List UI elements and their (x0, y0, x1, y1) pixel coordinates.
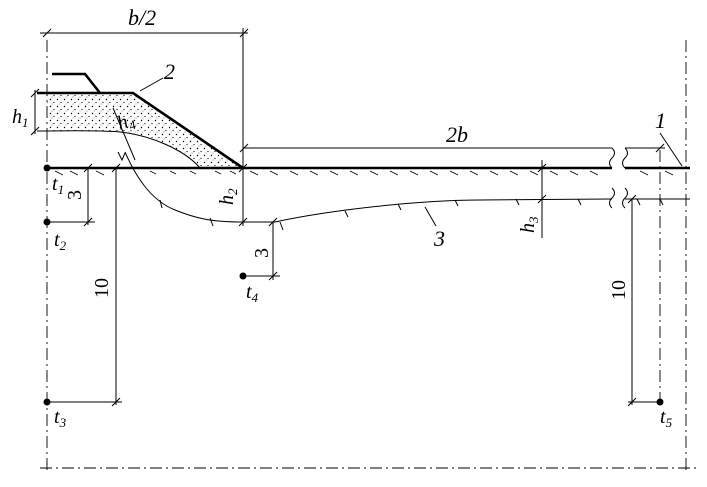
label-t4-sub: 4 (252, 290, 259, 305)
embankment-crest-line (52, 72, 102, 94)
dim-b-half-ticks (42, 28, 249, 38)
label-h3-sub: 3 (526, 216, 541, 224)
embankment-base-curve (36, 130, 201, 169)
label-half-width: b/2 (128, 5, 156, 30)
embankment-fill (47, 93, 243, 168)
label-marker-2: 2 (164, 59, 175, 84)
label-marker-3: 3 (433, 226, 445, 251)
marker-3-leader (424, 206, 437, 227)
label-t3-sub: 3 (59, 415, 67, 430)
label-marker-1: 1 (655, 108, 666, 133)
dim-h3-ticks (537, 163, 547, 204)
label-h2: h2 (216, 188, 240, 205)
marker-2-leader (139, 77, 164, 92)
break-mark-bottom (609, 187, 628, 209)
dim-depth10-left-ticks (111, 163, 121, 407)
label-t3: t3 (54, 406, 67, 430)
break-mark-top (609, 147, 628, 169)
label-t2-sub: 2 (60, 238, 67, 253)
point-t4 (239, 272, 247, 280)
dim-2b-ticks (239, 143, 665, 153)
label-h4-sub: 4 (127, 117, 139, 133)
label-h1-sub: 1 (22, 115, 29, 130)
dim-depth10-right-ticks (627, 194, 637, 407)
label-h1: h1 (12, 106, 29, 130)
dim-depth3-center-ticks (268, 217, 278, 281)
dim-h2-ticks (238, 163, 248, 227)
label-h2-sub: 2 (225, 188, 240, 195)
marker-1-leader (659, 132, 683, 167)
label-t5-sub: 5 (666, 415, 673, 430)
point-t1 (43, 164, 51, 172)
label-t2: t2 (54, 229, 67, 253)
label-double-width: 2b (446, 122, 468, 147)
label-depth-10-right: 10 (608, 280, 630, 300)
label-t1-sub: 1 (58, 182, 65, 197)
dim-h1-ticks (30, 88, 40, 136)
ground-hatching (54, 170, 674, 176)
label-depth-10-left: 10 (91, 278, 113, 298)
label-t1: t1 (52, 173, 64, 197)
label-depth-3-left: 3 (64, 190, 86, 200)
label-t5: t5 (660, 406, 673, 430)
point-t2 (43, 218, 51, 226)
subsidence-curve (124, 151, 613, 223)
dim-h4-line (112, 107, 136, 161)
dim-depth3-left-ticks (83, 163, 93, 227)
point-t5 (656, 398, 664, 406)
label-t4: t4 (246, 281, 259, 305)
label-h3: h3 (517, 216, 541, 233)
subsidence-ticks (117, 151, 664, 231)
label-depth-3-center: 3 (251, 248, 273, 258)
point-t3 (43, 398, 51, 406)
embankment-top-line (37, 91, 244, 170)
